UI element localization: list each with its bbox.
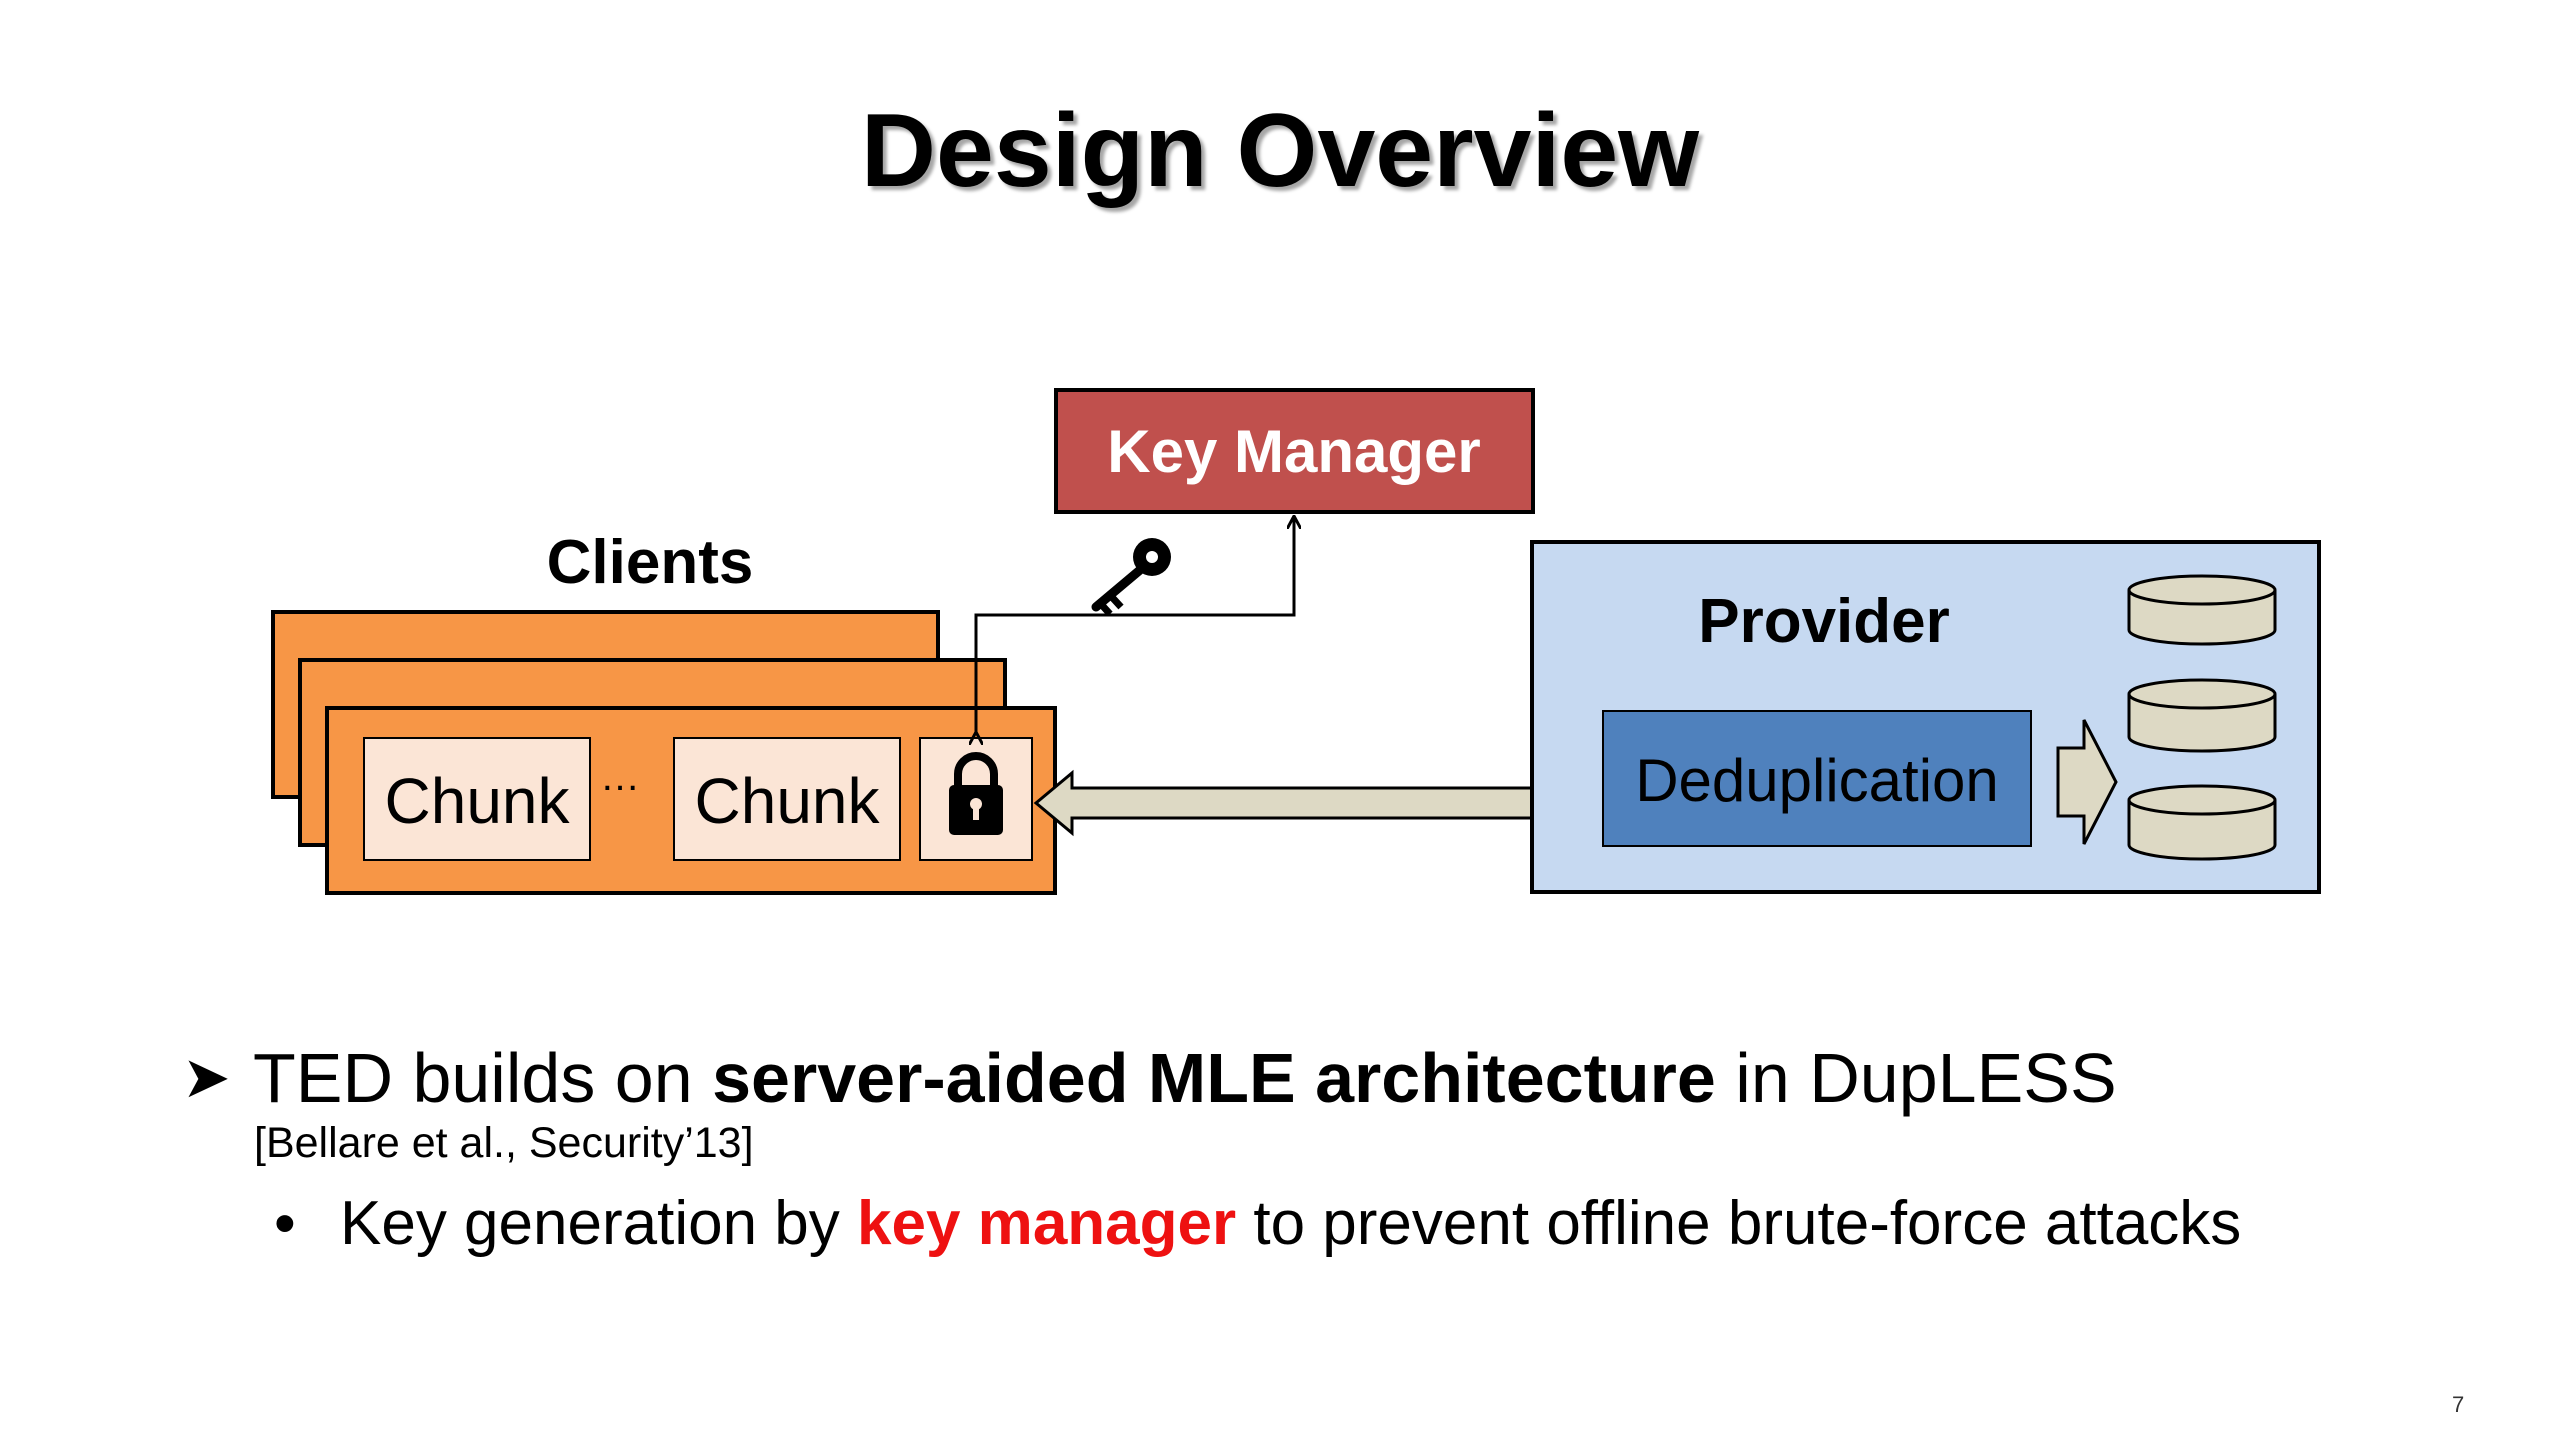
dedup-to-storage-arrow [2056,719,2118,845]
bullet-list: ➤ TED builds on server-aided MLE archite… [182,1039,2483,1259]
lock-icon [949,752,1003,835]
key-icon [1091,538,1171,617]
provider-label: Provider [1698,587,1950,656]
key-manager-box [1054,388,1535,514]
bullet-sub: • Key generation by key manager to preve… [183,1188,2483,1259]
chunk-label-2: Chunk [695,765,881,837]
chunk-label-1: Chunk [385,765,571,837]
bullet-main-text: TED builds on server-aided MLE architect… [253,1039,2117,1117]
bullet-main-bold: server-aided MLE architecture [712,1039,1716,1117]
page-number: 7 [2452,1392,2465,1417]
chunk-box-1 [363,737,591,861]
deduplication-label: Deduplication [1635,747,1999,814]
arrow-bullet-icon: ➤ [182,1045,231,1110]
dot-bullet-icon: • [274,1189,296,1258]
key-manager-label: Key Manager [1107,418,1480,485]
chunk-box-2 [673,737,901,861]
database-icon [2127,784,2277,861]
bullet-sub-text: Key generation by key manager to prevent… [340,1189,2241,1258]
architecture-diagram: Clients Chunk … Chunk Key Manager [271,388,2321,895]
bullet-sub-pre: Key generation by [340,1189,858,1258]
database-icon [2127,678,2277,753]
slide-title: Design Overview [860,93,1700,209]
bullet-main-post: in DupLESS [1715,1039,2117,1117]
chunk-ellipsis: … [600,755,640,799]
key-request-connector [976,517,1294,733]
clients-label: Clients [547,528,754,597]
bullet-sub-post: to prevent offline brute-force attacks [1236,1189,2242,1258]
database-icon [2127,574,2277,646]
bullet-main-pre: TED builds on [253,1039,713,1117]
bullet-sub-highlight: key manager [857,1189,1237,1258]
bullet-main: ➤ TED builds on server-aided MLE archite… [182,1039,2483,1117]
deduplication-box [1602,710,2032,847]
client-provider-double-arrow [1033,769,1603,837]
citation: [Bellare et al., Security’13] [254,1119,754,1167]
